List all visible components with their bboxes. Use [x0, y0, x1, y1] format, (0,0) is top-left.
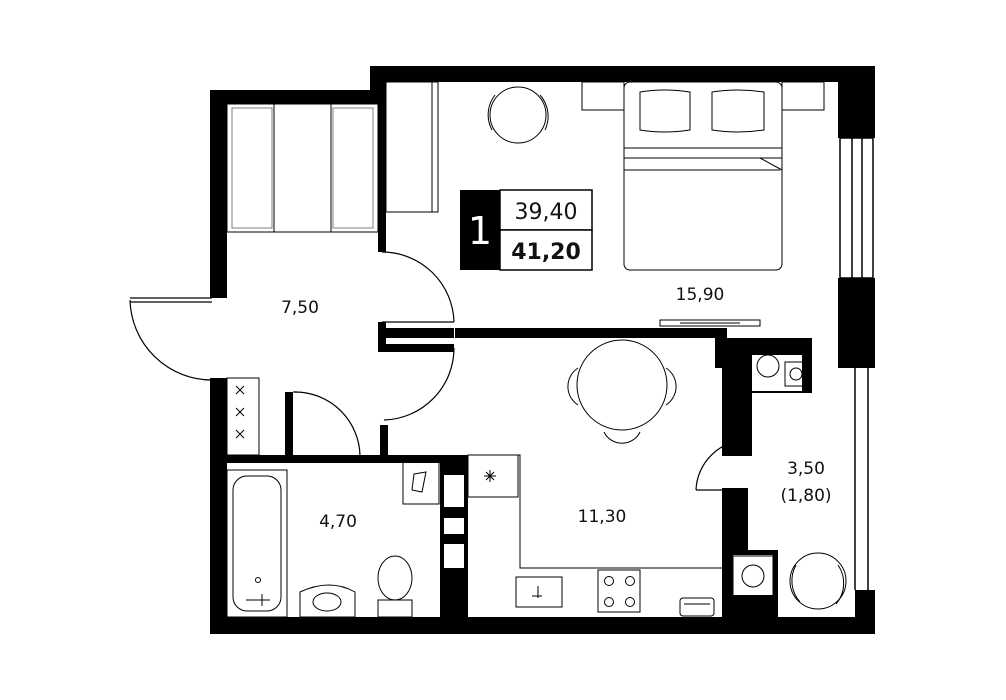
bedroom-area: 15,90 — [676, 285, 725, 305]
balcony-reduced-area: (1,80) — [780, 486, 831, 506]
bedroom-window — [839, 137, 874, 279]
total-area: 41,20 — [511, 240, 581, 265]
kitchen-furniture — [467, 339, 722, 617]
balcony-area: 3,50 — [787, 459, 825, 479]
living-area: 39,40 — [515, 200, 578, 225]
bathroom-fixtures — [226, 461, 440, 618]
hallway-wardrobe — [226, 103, 379, 233]
rooms-count: 1 — [468, 209, 492, 253]
bedroom-furniture — [385, 81, 825, 327]
hallway-area: 7,50 — [281, 298, 319, 318]
balcony-window — [854, 368, 869, 590]
walls — [210, 66, 875, 634]
room-labels: 7,50 15,90 11,30 4,70 3,50 (1,80) — [281, 285, 831, 532]
balcony-equipment — [732, 354, 847, 610]
doors — [129, 251, 749, 491]
hallway-rack — [226, 377, 260, 456]
room-fills — [444, 355, 802, 595]
kitchen-area: 11,30 — [578, 507, 627, 527]
apartment-badge: 1 39,40 41,20 — [460, 189, 593, 271]
bathroom-area: 4,70 — [319, 512, 357, 532]
